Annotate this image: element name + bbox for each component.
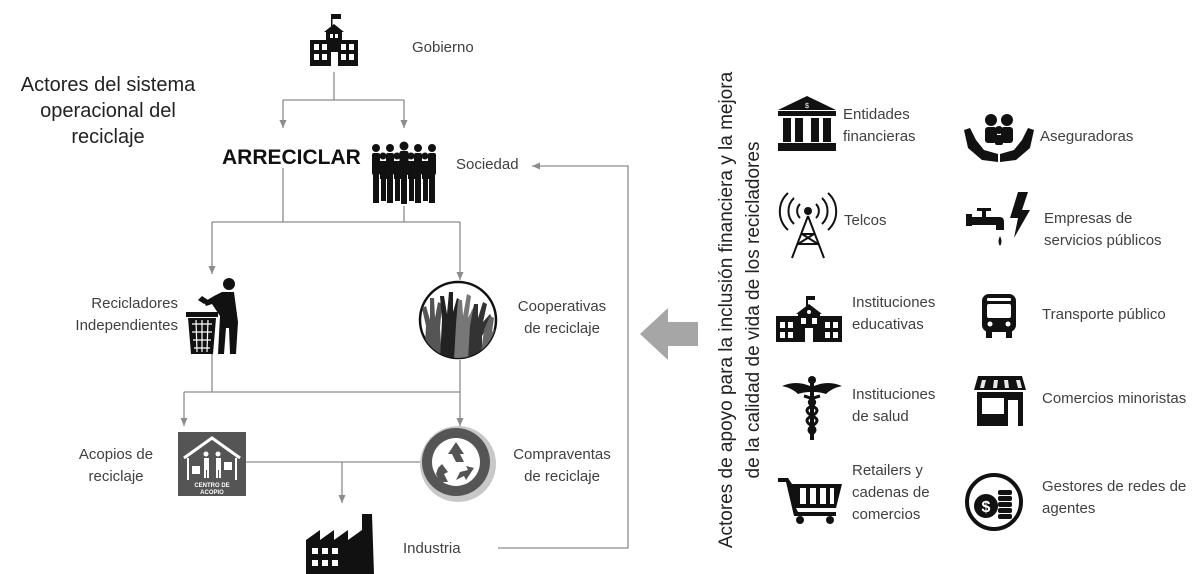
- actor-entidades-financieras: Entidades financieras: [843, 106, 916, 145]
- node-compraventas: Compraventas de reciclaje: [513, 446, 611, 485]
- storefront-icon: [974, 376, 1026, 426]
- line-second-split: [212, 168, 460, 223]
- line-industria-feedback: [498, 162, 629, 549]
- node-gobierno: Gobierno: [412, 39, 474, 56]
- caduceus-icon: [782, 376, 842, 440]
- node-sociedad: Sociedad: [456, 156, 519, 173]
- coins-icon: $: [965, 473, 1023, 531]
- actor-telcos: Telcos: [844, 212, 887, 229]
- shopping-cart-icon: [778, 478, 842, 524]
- actor-instituciones-educativas: Instituciones educativas: [852, 294, 936, 333]
- collection-center-icon: CENTRO DE ACOPIO: [178, 432, 246, 496]
- faucet-lightning-icon: [966, 192, 1030, 246]
- actor-aseguradoras: Aseguradoras: [1040, 128, 1134, 145]
- line-third-split: [184, 352, 461, 393]
- vertical-label: Actores de apoyo para la inclusión finan…: [716, 71, 764, 549]
- actor-retailers: Retailers y cadenas de comercios: [852, 462, 930, 523]
- insurance-hands-icon: [964, 114, 1034, 162]
- vertical-label-container: Actores de apoyo para la inclusión finan…: [700, 60, 780, 560]
- actor-transporte-publico: Transporte público: [1042, 306, 1166, 323]
- school-icon: [776, 296, 842, 342]
- bank-icon: $: [778, 96, 836, 151]
- government-building-icon: [310, 14, 358, 66]
- big-left-arrow-icon: [640, 308, 698, 360]
- acopio-sign-line1: CENTRO DE: [194, 483, 229, 489]
- diagram-title: Actores del sistema operacional del reci…: [20, 74, 196, 148]
- node-industria: Industria: [403, 540, 461, 557]
- svg-text:$: $: [805, 103, 809, 110]
- actor-comercios-minoristas: Comercios minoristas: [1042, 390, 1187, 407]
- actor-gestores-redes: Gestores de redes de agentes: [1042, 478, 1187, 517]
- raised-hands-icon: [418, 280, 498, 360]
- svg-text:$: $: [982, 499, 991, 516]
- line-to-industria: [246, 461, 420, 503]
- actor-servicios-publicos: Empresas de servicios públicos: [1044, 210, 1162, 249]
- person-trash-can-icon: [186, 278, 238, 354]
- node-recicladores: Recicladores Independientes: [75, 295, 178, 334]
- recycle-icon: [420, 426, 496, 502]
- acopio-sign-line2: ACOPIO: [200, 490, 224, 496]
- actor-instituciones-salud: Instituciones de salud: [852, 386, 936, 425]
- node-cooperativas: Cooperativas de reciclaje: [517, 298, 607, 337]
- bus-icon: [982, 294, 1016, 338]
- node-acopios: Acopios de reciclaje: [78, 446, 154, 485]
- line-gobierno-split: [283, 72, 404, 101]
- crowd-icon: [372, 141, 436, 204]
- antenna-tower-icon: [778, 192, 838, 259]
- factory-icon: [306, 514, 374, 574]
- arreciclar-label: ARRECICLAR: [222, 146, 361, 169]
